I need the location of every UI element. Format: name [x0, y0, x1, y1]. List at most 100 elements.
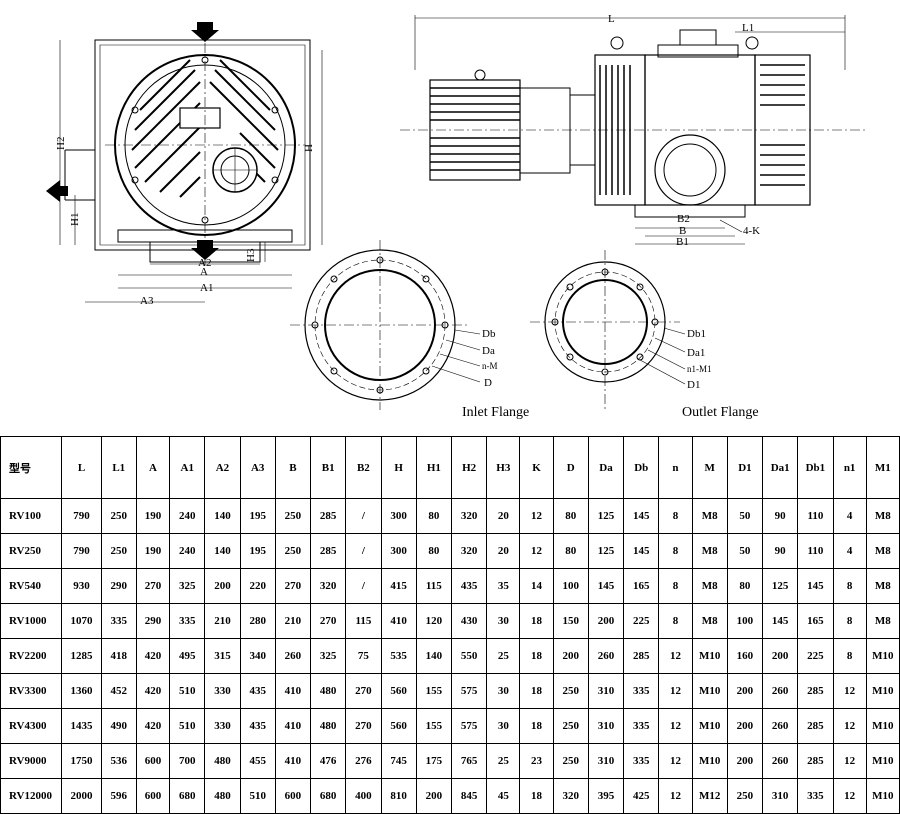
- column-header: B: [274, 436, 312, 499]
- table-cell: 320: [552, 778, 589, 814]
- model-cell: RV4300: [0, 708, 63, 744]
- table-cell: 90: [762, 533, 799, 569]
- table-cell: M10: [691, 743, 728, 779]
- column-header: Db1: [797, 436, 834, 499]
- table-cell: 110: [797, 498, 834, 534]
- table-cell: 75: [345, 638, 382, 674]
- table-cell: 535: [380, 638, 417, 674]
- table-cell: 430: [450, 603, 488, 639]
- table-cell: 195: [239, 533, 276, 569]
- column-header: 型号: [0, 436, 63, 499]
- table-cell: 225: [623, 603, 660, 639]
- table-cell: 325: [310, 638, 347, 674]
- table-cell: 12: [658, 708, 693, 744]
- table-cell: 80: [415, 533, 452, 569]
- table-cell: 285: [310, 498, 347, 534]
- table-cell: 285: [797, 673, 834, 709]
- table-cell: 210: [204, 603, 241, 639]
- table-cell: 310: [587, 708, 625, 744]
- table-cell: 765: [450, 743, 488, 779]
- label-H3: H3: [245, 248, 257, 262]
- table-cell: 1750: [61, 743, 102, 779]
- table-cell: 18: [519, 708, 554, 744]
- table-cell: 510: [169, 708, 206, 744]
- label-D1: D1: [687, 379, 700, 391]
- column-header: H2: [450, 436, 488, 499]
- table-cell: 1360: [61, 673, 102, 709]
- table-cell: 160: [726, 638, 764, 674]
- table-cell: 155: [415, 673, 452, 709]
- table-cell: 260: [762, 673, 799, 709]
- table-cell: 600: [274, 778, 312, 814]
- table-cell: 410: [274, 743, 312, 779]
- table-cell: 250: [552, 673, 589, 709]
- table-cell: 810: [380, 778, 417, 814]
- column-header: K: [519, 436, 554, 499]
- side-view: [400, 15, 865, 245]
- table-cell: M10: [865, 743, 900, 779]
- column-header: B2: [345, 436, 382, 499]
- table-cell: 400: [345, 778, 382, 814]
- table-cell: 200: [762, 638, 799, 674]
- label-4-K: 4-K: [743, 225, 760, 237]
- table-cell: 145: [623, 498, 660, 534]
- table-cell: M8: [691, 533, 728, 569]
- table-cell: M10: [691, 638, 728, 674]
- table-cell: 140: [415, 638, 452, 674]
- table-cell: M10: [865, 778, 900, 814]
- column-header: M1: [865, 436, 900, 499]
- table-cell: 155: [415, 708, 452, 744]
- table-cell: 300: [380, 533, 417, 569]
- table-cell: M8: [865, 498, 900, 534]
- table-cell: 435: [239, 673, 276, 709]
- table-cell: 115: [415, 568, 452, 604]
- table-cell: 560: [380, 708, 417, 744]
- table-cell: M8: [691, 603, 728, 639]
- table-cell: 145: [797, 568, 834, 604]
- column-header: n1: [832, 436, 867, 499]
- table-cell: 425: [623, 778, 660, 814]
- table-cell: 600: [135, 778, 171, 814]
- model-cell: RV12000: [0, 778, 63, 814]
- table-cell: 165: [797, 603, 834, 639]
- table-cell: 250: [726, 778, 764, 814]
- label-Db1: Db1: [687, 328, 706, 340]
- table-cell: 220: [239, 568, 276, 604]
- label-B2: B2: [677, 213, 690, 225]
- label-H: H: [303, 144, 315, 152]
- table-cell: 480: [310, 708, 347, 744]
- table-cell: 320: [310, 568, 347, 604]
- table-cell: 30: [486, 603, 521, 639]
- table-cell: 4: [832, 498, 867, 534]
- outlet-flange-caption: Outlet Flange: [682, 405, 759, 420]
- table-cell: 200: [587, 603, 625, 639]
- table-cell: 35: [486, 568, 521, 604]
- column-header: L: [61, 436, 102, 499]
- label-H1: H1: [69, 213, 81, 226]
- table-cell: 330: [204, 673, 241, 709]
- table-cell: 420: [135, 673, 171, 709]
- table-cell: 210: [274, 603, 312, 639]
- table-cell: 8: [832, 638, 867, 674]
- table-cell: 600: [135, 743, 171, 779]
- table-cell: 45: [486, 778, 521, 814]
- column-header: A: [135, 436, 171, 499]
- table-cell: /: [345, 533, 382, 569]
- table-cell: 510: [169, 673, 206, 709]
- table-cell: 18: [519, 638, 554, 674]
- table-cell: 560: [380, 673, 417, 709]
- table-cell: 18: [519, 673, 554, 709]
- model-cell: RV1000: [0, 603, 63, 639]
- table-cell: 310: [587, 673, 625, 709]
- table-cell: 285: [310, 533, 347, 569]
- table-cell: 250: [552, 708, 589, 744]
- table-cell: 8: [658, 533, 693, 569]
- table-cell: /: [345, 568, 382, 604]
- table-cell: 335: [100, 603, 137, 639]
- table-cell: 335: [797, 778, 834, 814]
- table-cell: 435: [450, 568, 488, 604]
- table-cell: M10: [691, 708, 728, 744]
